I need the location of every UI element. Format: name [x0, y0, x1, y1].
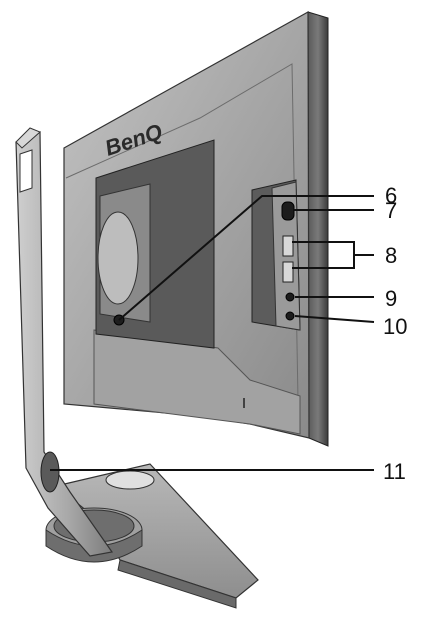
callout-8: 8 [385, 243, 397, 268]
mic-jack[interactable] [285, 311, 295, 321]
stand-column-top [15, 127, 41, 149]
power-button[interactable] [281, 201, 295, 221]
callout-6: 6 [385, 183, 397, 208]
leader-6 [118, 195, 374, 321]
leader-lines [50, 195, 375, 471]
screen-edge [307, 11, 329, 447]
callout-9: 9 [385, 286, 397, 311]
stand-hinge [97, 211, 139, 305]
housing-lower-panel [93, 329, 301, 435]
usb-port-2[interactable] [282, 261, 294, 283]
stand-column [15, 131, 114, 557]
callout-7: 7 [385, 198, 397, 223]
stand-ring-side [45, 529, 143, 563]
callout-10: 10 [383, 314, 407, 339]
leader-10 [294, 315, 375, 323]
base-pivot [105, 470, 155, 490]
usb-port-1[interactable] [282, 235, 294, 257]
callout-11: 11 [383, 459, 406, 484]
stand-base-edge [117, 559, 237, 609]
leader-8 [292, 241, 374, 269]
stand-hook [19, 149, 33, 193]
cable-hole [40, 451, 60, 493]
headphone-jack[interactable] [285, 292, 295, 302]
